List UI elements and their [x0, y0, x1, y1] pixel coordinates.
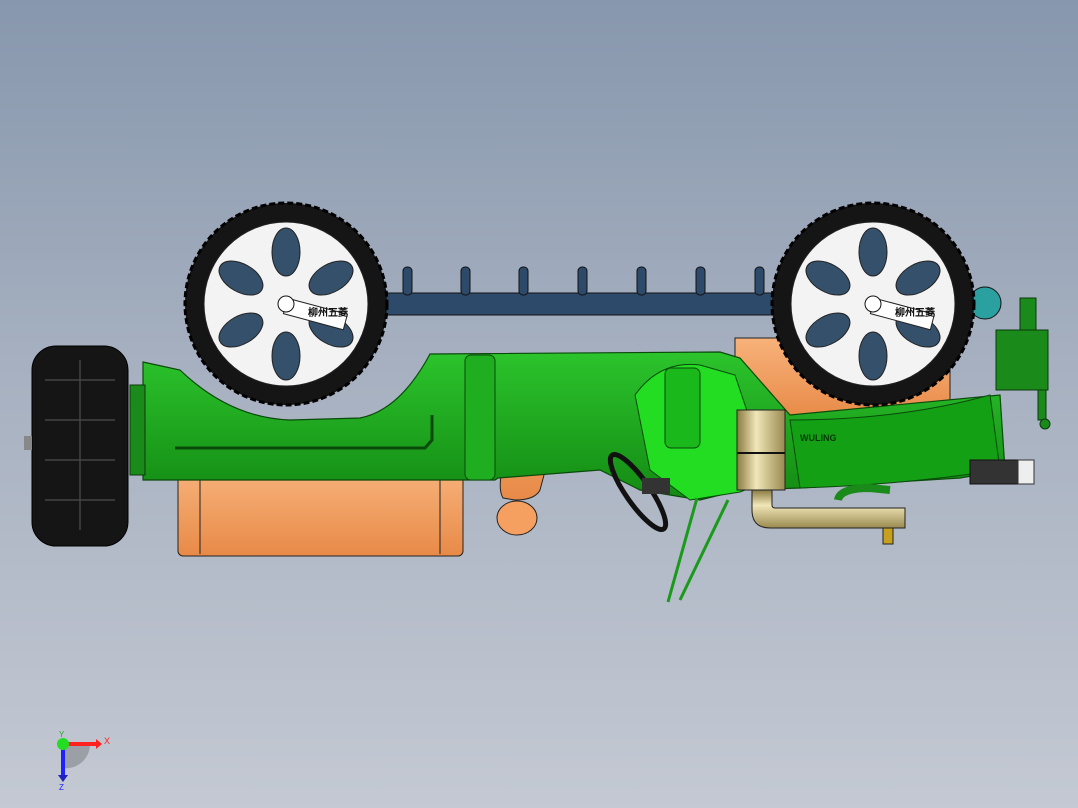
steering-wheel — [607, 452, 670, 532]
x-label: X — [104, 736, 110, 746]
wheel-logo-text: 柳州五菱 — [895, 306, 935, 319]
rear-axle-bar — [369, 266, 1002, 320]
tan-pipes — [736, 409, 906, 545]
y-label: Y — [59, 730, 65, 739]
wheel-logo-text: 柳州五菱 — [308, 306, 348, 319]
y-axis-dot — [57, 738, 69, 750]
z-label: Z — [59, 783, 64, 792]
wheel-left: 柳州五菱 — [183, 201, 389, 407]
front-left-wheel — [24, 345, 129, 547]
axis-triad: X Y Z — [57, 730, 110, 792]
wheel-right: 柳州五菱 — [770, 201, 976, 407]
body-emboss-text: WULING — [800, 433, 837, 443]
orange-battery-box — [177, 469, 464, 557]
green-body: WULING — [129, 297, 1051, 603]
